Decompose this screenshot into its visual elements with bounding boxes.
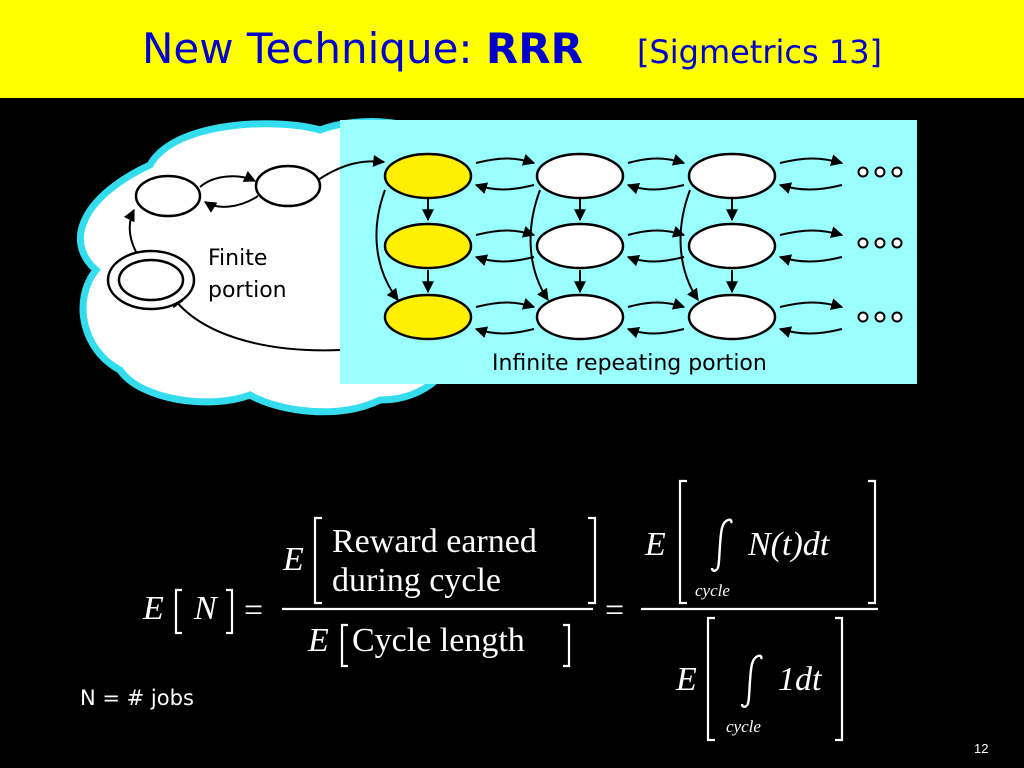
finite-portion-label: Finite portion — [208, 246, 287, 303]
state — [687, 222, 777, 270]
integral-numerator-expectation: E — [644, 526, 666, 563]
numerator-expectation: E — [282, 541, 304, 578]
state — [535, 222, 625, 270]
state-highlighted — [383, 222, 473, 270]
ellipsis-dot — [891, 166, 903, 178]
ellipsis-dot — [857, 166, 869, 178]
state — [687, 293, 777, 341]
denominator-text: Cycle length — [352, 622, 525, 659]
ellipsis-dot — [874, 311, 886, 323]
lhs-N: N — [193, 590, 219, 627]
ellipsis-dot — [874, 166, 886, 178]
integral-denominator-expectation: E — [675, 661, 697, 698]
ellipsis-dot — [857, 311, 869, 323]
title-rrr: RRR — [485, 24, 583, 73]
integral-subscript: cycle — [726, 717, 761, 736]
title-main: New Technique: — [141, 24, 486, 73]
finite-state — [254, 164, 322, 208]
finite-state — [117, 258, 185, 302]
state — [687, 152, 777, 200]
ellipsis-dot — [891, 237, 903, 249]
numerator-line1: Reward earned — [332, 523, 537, 560]
integral-subscript: cycle — [695, 581, 730, 600]
equals-sign: = — [244, 592, 263, 629]
integral-denominator-integrand: 1dt — [778, 661, 823, 698]
page-number: 12 — [974, 741, 989, 756]
state-highlighted — [383, 152, 473, 200]
ellipsis-dot — [857, 237, 869, 249]
lhs-expectation: E — [142, 590, 164, 627]
state — [535, 152, 625, 200]
state — [535, 293, 625, 341]
footnote: N = # jobs — [80, 686, 194, 710]
equals-sign: = — [605, 592, 624, 629]
title-reference: [Sigmetrics 13] — [636, 33, 883, 71]
finite-state — [134, 174, 202, 218]
ellipsis-dot — [874, 237, 886, 249]
denominator-expectation: E — [307, 622, 329, 659]
slide-title: New Technique: RRR [Sigmetrics 13] — [0, 24, 1024, 73]
state-highlighted — [383, 293, 473, 341]
markov-chain-diagram — [76, 118, 917, 416]
numerator-line2: during cycle — [332, 562, 501, 599]
integral-numerator-integrand: N(t)dt — [747, 526, 831, 563]
infinite-portion-label: Infinite repeating portion — [492, 351, 767, 376]
title-bar — [0, 0, 1024, 98]
ellipsis-dot — [891, 311, 903, 323]
